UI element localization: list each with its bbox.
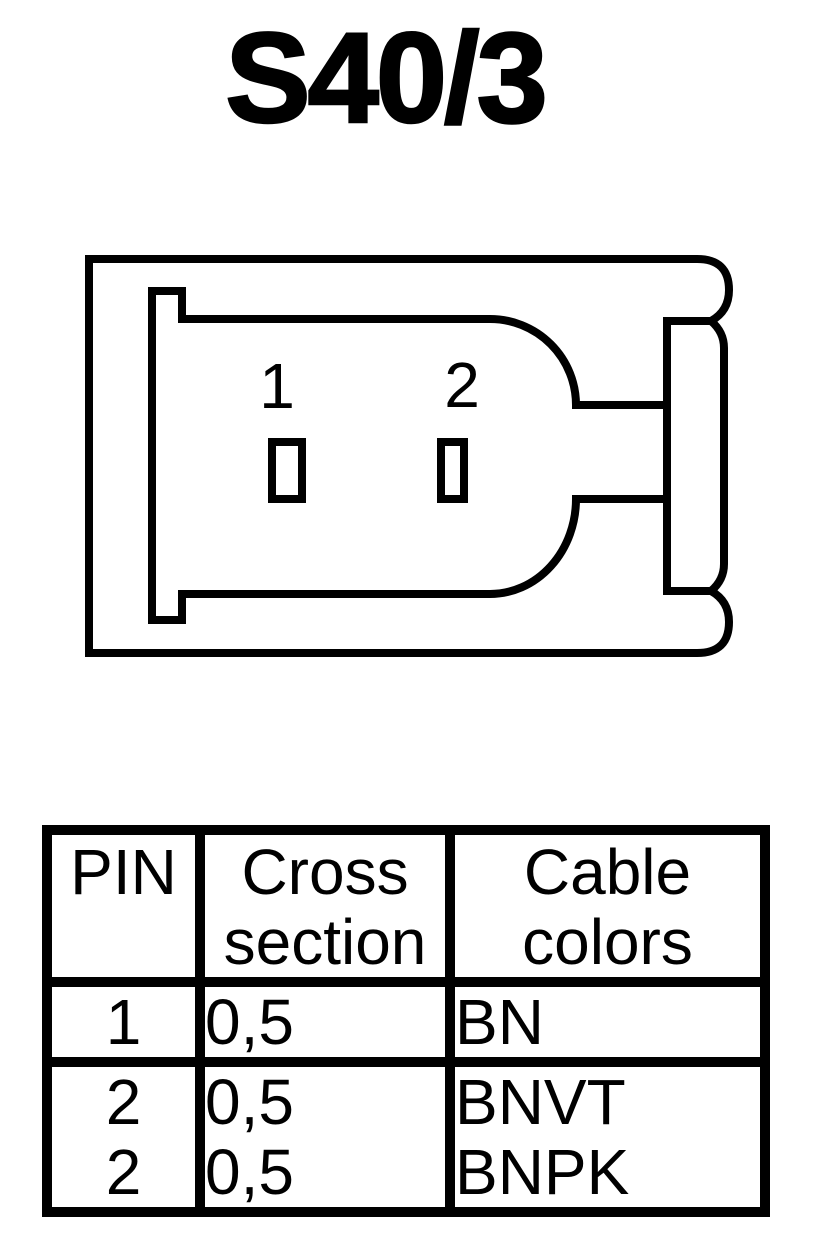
pin-2-slot (437, 438, 468, 503)
header-label-line: Cross (241, 836, 409, 908)
cell-cross-section: 0,5 (195, 977, 455, 1067)
cell-line: 2 (105, 1066, 142, 1138)
connector-cavity-outline (148, 287, 671, 624)
connector-diagram: 1 2 (85, 255, 734, 657)
col-header-cable-colors: Cable colors (445, 825, 770, 987)
pin-1-label: 1 (259, 350, 295, 422)
pin-2-label: 2 (444, 349, 480, 421)
connector-keying-tab (663, 317, 711, 595)
cell-line: 0,5 (205, 1136, 294, 1208)
cell-line: BNVT (455, 1066, 626, 1138)
pin-1-slot (268, 438, 306, 503)
cell-cable-color: BN (445, 977, 770, 1067)
cell-line: BNPK (455, 1136, 630, 1208)
pin-table: PIN Cross section Cable colors 1 0,5 BN … (42, 825, 770, 1217)
cell-cable-color: BNVT BNPK (445, 1057, 770, 1217)
cell-cross-section: 0,5 0,5 (195, 1057, 455, 1217)
cell-pin: 1 (42, 977, 205, 1067)
table-row: 1 0,5 BN (42, 977, 770, 1067)
header-label-line: colors (522, 906, 693, 978)
cell-pin: 2 2 (42, 1057, 205, 1217)
header-label: PIN (70, 836, 177, 908)
table-header-row: PIN Cross section Cable colors (42, 825, 770, 987)
cell-line: 0,5 (205, 1066, 294, 1138)
header-label-line: section (223, 906, 427, 978)
col-header-cross-section: Cross section (195, 825, 455, 987)
col-header-pin: PIN (42, 825, 205, 987)
header-label-line: Cable (523, 836, 692, 908)
table-row-group: 2 2 0,5 0,5 BNVT BNPK (42, 1057, 770, 1217)
page-title: S40/3 (224, 6, 549, 152)
cell-line: 2 (105, 1136, 142, 1208)
connector-outer-housing (85, 255, 734, 657)
